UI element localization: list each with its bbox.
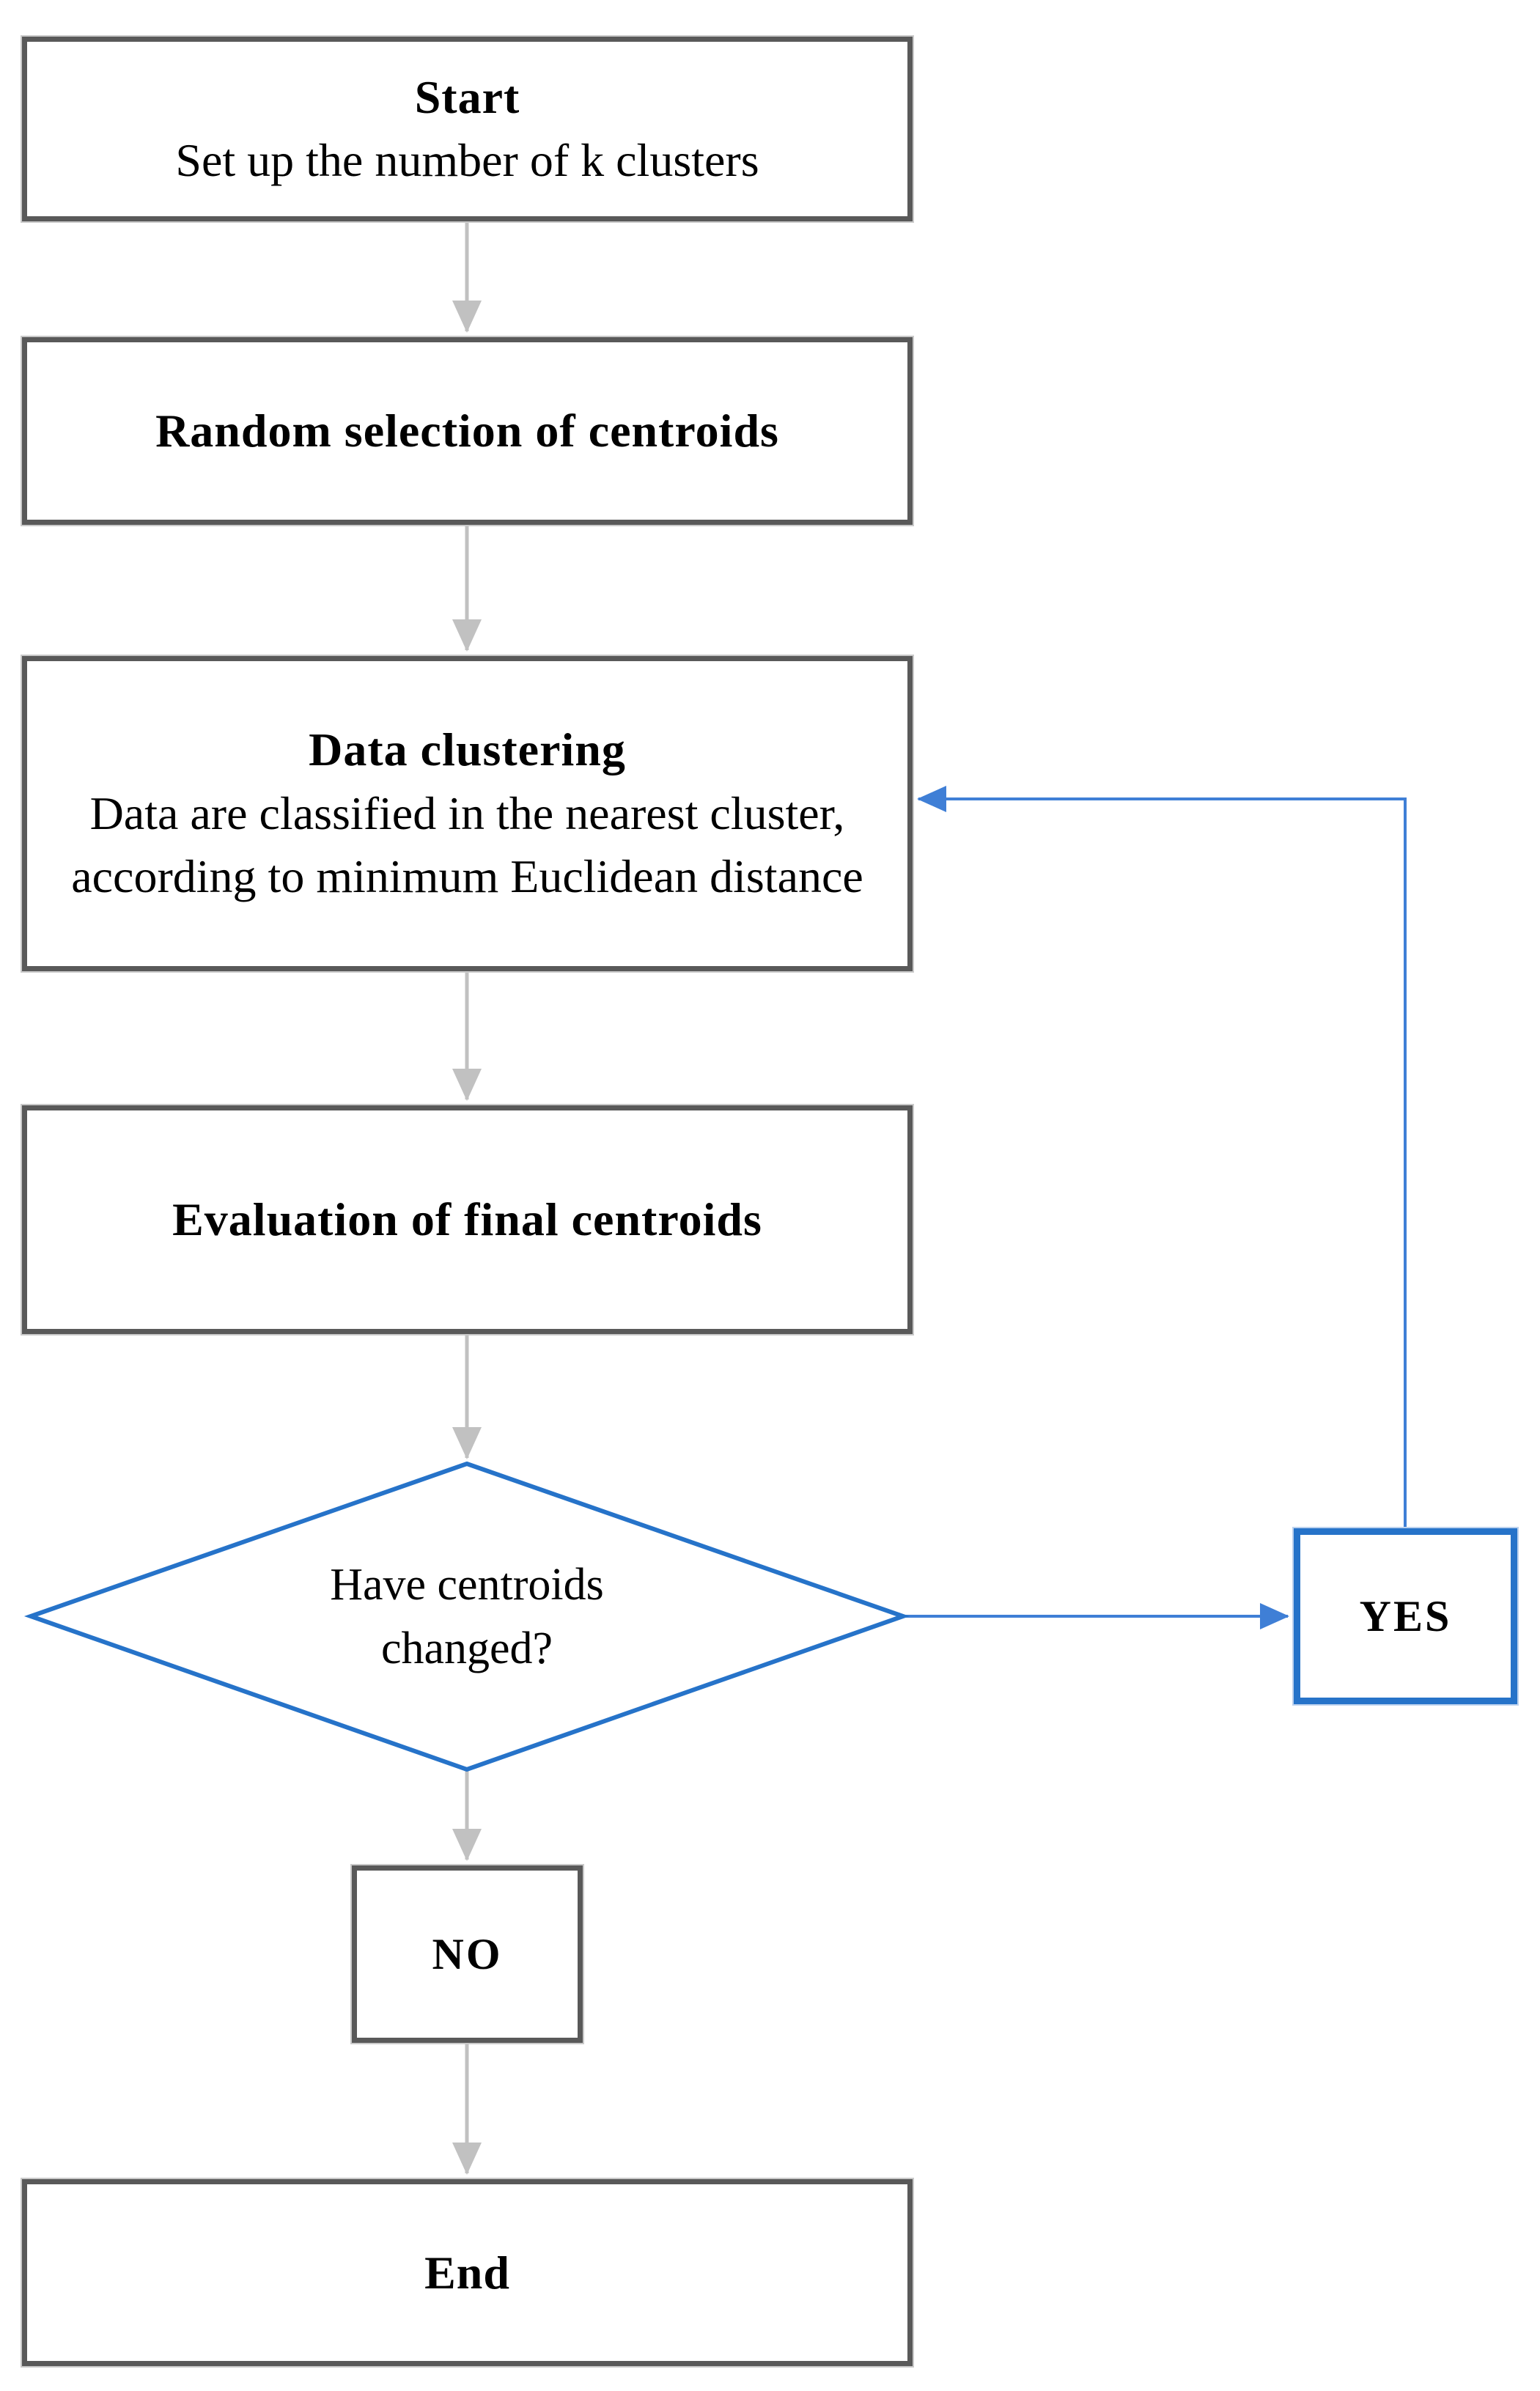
data-clustering-body: Data are classified in the nearest clust… (71, 786, 863, 903)
yes-label: YES (1359, 1591, 1452, 1640)
data-clustering-title: Data clustering (309, 723, 626, 776)
node-end: End (21, 2178, 914, 2368)
node-evaluation: Evaluation of final centroids (21, 1104, 914, 1336)
decision-label: Have centroids changed? (330, 1559, 604, 1673)
node-start: Start Set up the number of k clusters (21, 35, 914, 223)
node-random-selection: Random selection of centroids (21, 336, 914, 526)
node-decision: Have centroids changed? (31, 1464, 903, 1769)
evaluation-label: Evaluation of final centroids (172, 1193, 762, 1246)
start-subtitle: Set up the number of k clusters (175, 134, 759, 186)
no-label: NO (432, 1929, 503, 1978)
node-yes: YES (1292, 1527, 1519, 1706)
node-no: NO (350, 1864, 584, 2044)
arrow-yes-loop-to-clustering (917, 786, 1407, 1528)
decision-diamond-shape (23, 1461, 910, 1772)
node-data-clustering: Data clustering Data are classified in t… (21, 655, 914, 973)
start-title: Start (414, 70, 520, 123)
random-selection-label: Random selection of centroids (155, 405, 779, 457)
end-label: End (424, 2246, 510, 2299)
